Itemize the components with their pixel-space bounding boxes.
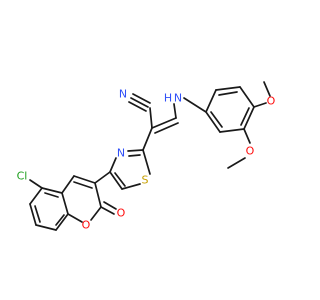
atom-nitrile-n: N [119,88,127,101]
bond-cn-to-alkene [149,107,153,129]
bond-aryl-1 [205,89,217,113]
bond-aryl-6 [205,111,221,133]
bond-methoxy-bot-2 [227,157,246,169]
bond-alkene-to-nh [173,103,177,119]
atom-amine-n: N [174,92,182,105]
bond-aryl-3 [239,86,255,108]
bond-thz-c4-c5-dbl [114,172,126,187]
bond-aryl-inner-3 [210,111,223,128]
atom-ring-o: O [82,219,91,232]
bond-benzo-inner-2 [34,205,41,223]
bond-cou-c4-c4a [61,175,75,194]
bond-cou-c3-c4 [73,175,96,184]
bond-cou-c4a-c8a [61,192,69,215]
bond-methoxy-bot-1 [243,128,251,144]
bond-thiazole-to-coumarin [94,171,111,184]
bond-thz-n-c4 [109,157,117,173]
atom-methoxy-o-top: O [267,95,276,108]
bond-benzo-1 [41,187,63,194]
bond-alkene-b [154,122,179,134]
bond-alkene-a [151,117,177,129]
bond-thz-c5-s [121,183,141,190]
bond-thz-s-c2 [142,149,151,175]
molecule-structure-diagram: N C N H O O N S Cl O O [17,81,276,232]
atom-methoxy-o-bottom: O [246,145,255,158]
bond-thz-c4-c5 [109,171,123,190]
atom-thiazole-n: N [117,147,125,160]
atom-thiazole-s: S [142,174,149,187]
bond-aryl-inner-1 [218,91,238,96]
bond-thz-c2-n-dbl [128,154,141,157]
bond-thz-c2-n [127,149,144,152]
bond-aryl-2 [215,86,241,91]
bond-cou-c8a-o [67,213,83,223]
bond-methoxy-top-2 [263,81,271,97]
bond-cou-o-c2 [90,206,102,221]
bond-carbonyl-a [100,206,115,215]
bond-benzo-3 [29,203,37,226]
bond-chlorine [29,179,43,189]
bond-nitrile-1 [130,97,149,108]
bond-benzo-inner-3 [55,214,65,226]
bond-nitrile-3 [128,101,147,112]
atom-chlorine: Cl [17,170,28,183]
atom-labels: N C N H O O N S Cl O O [17,88,276,232]
bond-nh-to-aryl [183,97,207,113]
bond-carbonyl-b [103,201,117,210]
bond-benzo-4 [35,224,57,231]
bond-aryl-inner-2 [240,107,250,126]
bond-aryl-4 [243,106,255,130]
bonds [29,81,271,231]
bond-benzo-inner-1 [44,192,59,198]
atom-carbonyl-o: O [117,207,126,220]
bond-alkene-to-thiazole [142,127,153,151]
bond-benzo-2 [29,187,43,205]
atom-amine-h: H [164,92,172,105]
bond-benzo-5 [55,213,69,231]
bond-aryl-5 [219,128,245,133]
bond-methoxy-top-1 [253,102,267,108]
bond-cou-c2-c3 [94,182,102,208]
bond-cou-c3-c4-dbl [73,181,93,189]
bond-nitrile-2 [132,93,151,104]
